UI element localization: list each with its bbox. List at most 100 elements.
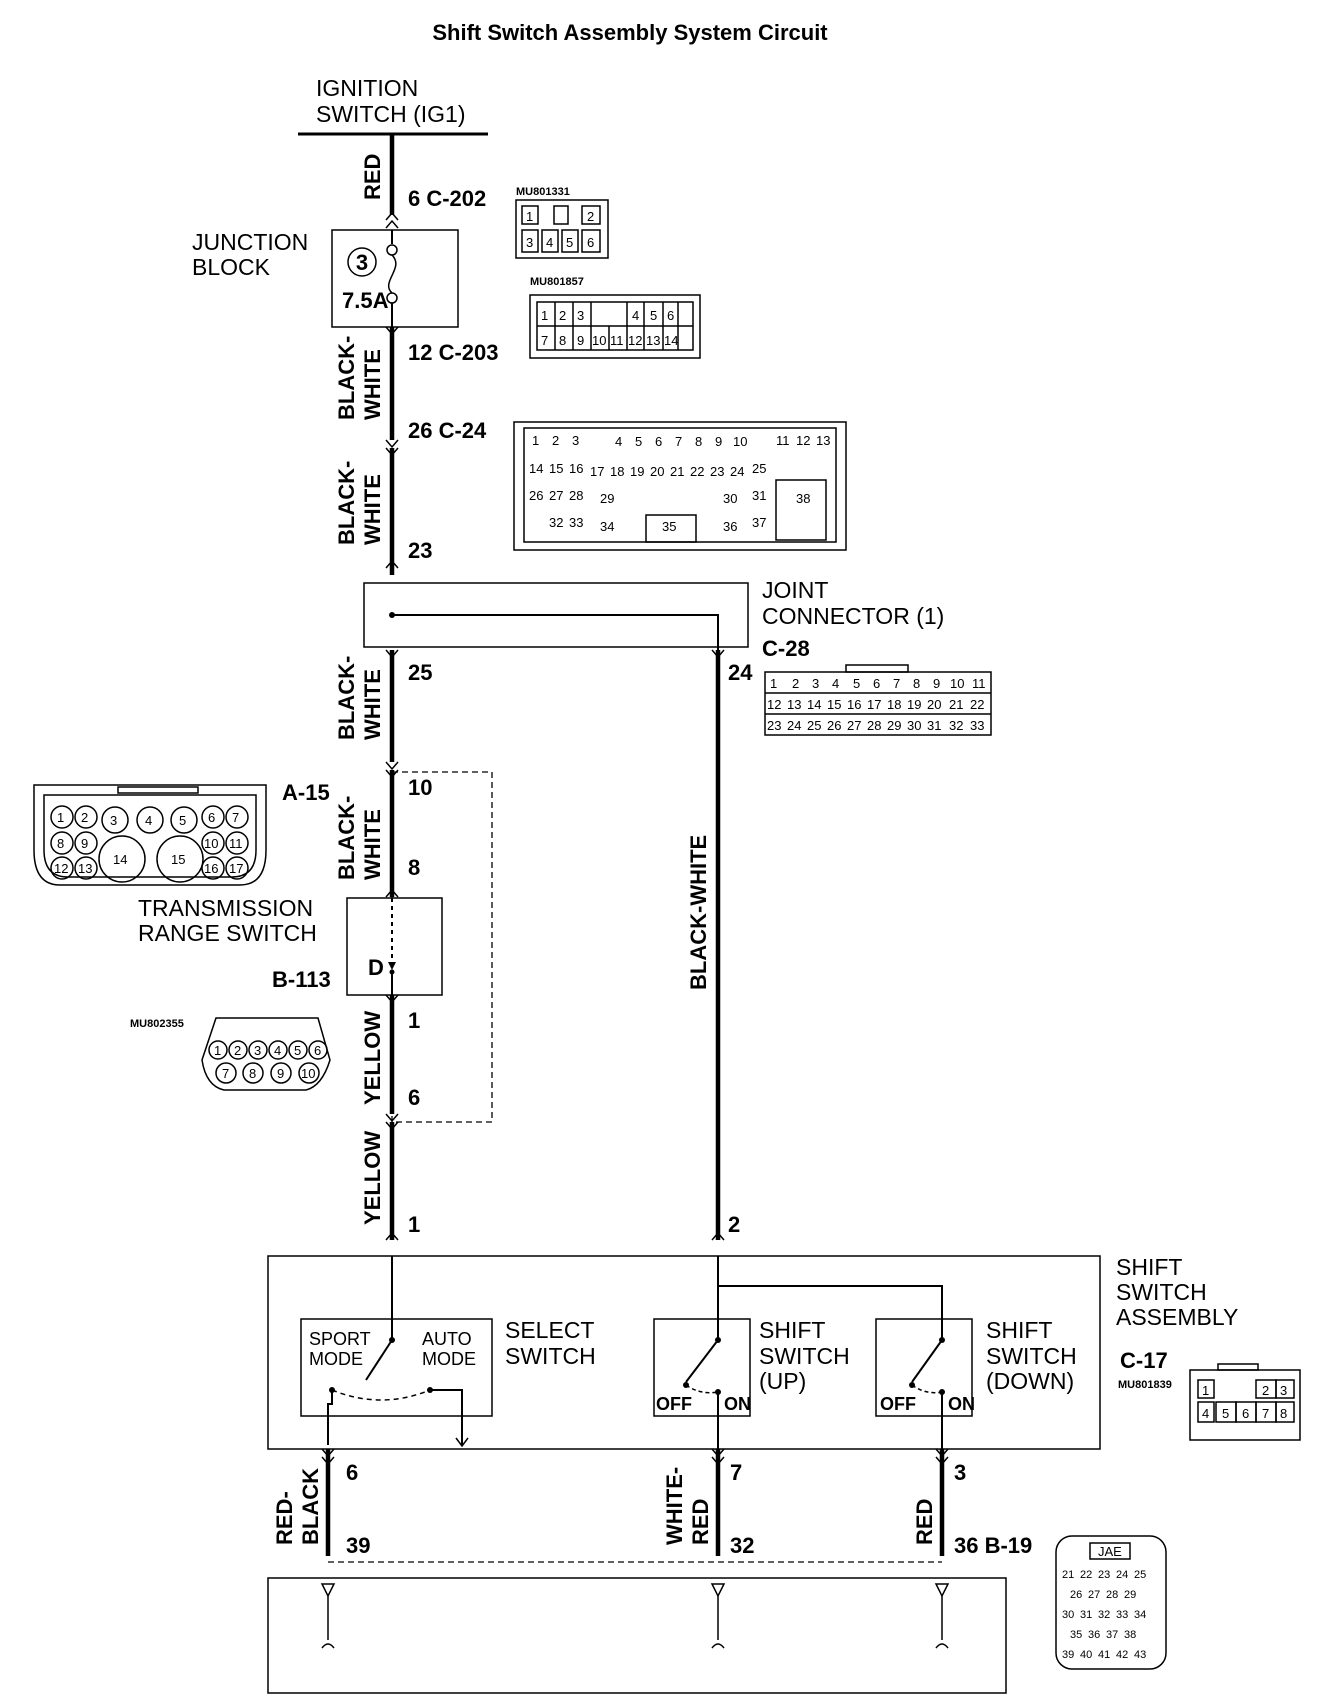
connector-face-b113 [201, 1017, 331, 1091]
trans-range-label-1: TRANSMISSION [138, 895, 313, 921]
svg-text:24: 24 [730, 464, 744, 479]
svg-text:WHITE: WHITE [360, 474, 385, 545]
svg-text:31: 31 [1080, 1609, 1092, 1621]
jae-label: JAE [1098, 1544, 1122, 1559]
svg-text:29: 29 [600, 491, 614, 506]
svg-text:27: 27 [549, 488, 563, 503]
shift-up-label-1: SHIFT [759, 1317, 825, 1343]
svg-text:4: 4 [632, 308, 639, 323]
conn-c24: 26 C-24 [408, 418, 487, 443]
conn-face-id-1: MU801331 [516, 186, 570, 198]
shift-down-off: OFF [880, 1394, 916, 1414]
svg-text:26: 26 [827, 718, 841, 733]
connector-face-c17 [1189, 1363, 1301, 1441]
svg-text:10: 10 [204, 836, 218, 851]
pin-39: 39 [346, 1533, 370, 1558]
svg-text:13: 13 [78, 861, 92, 876]
svg-text:3: 3 [572, 433, 579, 448]
svg-text:17: 17 [590, 464, 604, 479]
connector-face-c28 [764, 664, 992, 736]
svg-text:4: 4 [832, 676, 839, 691]
joint-link [392, 614, 719, 650]
svg-text:20: 20 [927, 697, 941, 712]
svg-text:21: 21 [949, 697, 963, 712]
fuse-number: 3 [356, 250, 368, 275]
svg-text:39: 39 [1062, 1649, 1074, 1661]
svg-text:7: 7 [1262, 1406, 1269, 1421]
wire-label-bw-3: BLACK- WHITE [334, 656, 385, 740]
conn-c202: 6 C-202 [408, 186, 486, 211]
svg-text:10: 10 [733, 434, 747, 449]
shift-up-off: OFF [656, 1394, 692, 1414]
svg-text:2: 2 [559, 308, 566, 323]
shift-down-on: ON [948, 1394, 975, 1414]
svg-text:5: 5 [294, 1043, 301, 1058]
svg-text:8: 8 [559, 333, 566, 348]
svg-text:35: 35 [662, 519, 676, 534]
sport-mode-label-1: SPORT [309, 1329, 371, 1349]
svg-text:15: 15 [549, 461, 563, 476]
svg-text:11: 11 [229, 836, 243, 851]
svg-text:BLACK-: BLACK- [334, 796, 359, 880]
svg-text:7: 7 [222, 1066, 229, 1081]
svg-text:9: 9 [715, 434, 722, 449]
svg-text:14: 14 [529, 461, 543, 476]
conn-face-id-2: MU801857 [530, 276, 584, 288]
svg-text:13: 13 [816, 433, 830, 448]
svg-text:21: 21 [1062, 1569, 1074, 1581]
svg-text:17: 17 [867, 697, 881, 712]
auto-mode-label-1: AUTO [422, 1329, 472, 1349]
svg-text:1: 1 [57, 810, 64, 825]
wire-label-bw-4: BLACK- WHITE [334, 796, 385, 880]
svg-text:12: 12 [628, 333, 642, 348]
svg-text:38: 38 [796, 491, 810, 506]
svg-text:18: 18 [887, 697, 901, 712]
svg-text:37: 37 [752, 515, 766, 530]
svg-text:4: 4 [1202, 1406, 1209, 1421]
shift-up-label-3: (UP) [759, 1368, 806, 1394]
shift-down-contacts [718, 1285, 945, 1449]
diagram-title: Shift Switch Assembly System Circuit [432, 20, 828, 45]
svg-text:1: 1 [532, 433, 539, 448]
svg-text:8: 8 [57, 836, 64, 851]
svg-text:5: 5 [650, 308, 657, 323]
svg-text:1: 1 [214, 1043, 221, 1058]
svg-text:3: 3 [526, 235, 533, 250]
svg-text:BLACK-: BLACK- [334, 461, 359, 545]
ecu-terminals [320, 1583, 950, 1649]
wire-label-red: RED [360, 154, 385, 200]
svg-text:6: 6 [1242, 1406, 1249, 1421]
svg-text:23: 23 [767, 718, 781, 733]
svg-text:6: 6 [873, 676, 880, 691]
svg-text:5: 5 [1222, 1406, 1229, 1421]
shift-up-contacts [683, 1256, 721, 1449]
svg-text:2: 2 [587, 209, 594, 224]
svg-text:25: 25 [752, 461, 766, 476]
svg-text:24: 24 [787, 718, 801, 733]
svg-text:2: 2 [1262, 1383, 1269, 1398]
svg-text:4: 4 [274, 1043, 281, 1058]
svg-text:5: 5 [635, 434, 642, 449]
pin-23: 23 [408, 538, 432, 563]
svg-text:32: 32 [549, 515, 563, 530]
svg-text:RED: RED [688, 1499, 713, 1545]
pin-10: 10 [408, 775, 432, 800]
wire-label-red-black: RED- BLACK [272, 1468, 323, 1545]
shift-down-label-1: SHIFT [986, 1317, 1052, 1343]
svg-text:43: 43 [1134, 1649, 1146, 1661]
svg-text:13: 13 [787, 697, 801, 712]
trans-range-id: B-113 [272, 967, 331, 992]
select-switch-label-1: SELECT [505, 1317, 594, 1343]
svg-text:RED-: RED- [272, 1491, 297, 1545]
svg-text:3: 3 [1280, 1383, 1287, 1398]
joint-label-2: CONNECTOR (1) [762, 603, 944, 629]
wire-label-bw-1: BLACK- WHITE [334, 336, 385, 420]
svg-text:2: 2 [552, 433, 559, 448]
bottom-wire-arrows [321, 1448, 949, 1466]
svg-text:1: 1 [526, 209, 533, 224]
svg-text:7: 7 [893, 676, 900, 691]
joint-id: C-28 [762, 636, 810, 661]
ignition-label-1: IGNITION [316, 75, 418, 101]
